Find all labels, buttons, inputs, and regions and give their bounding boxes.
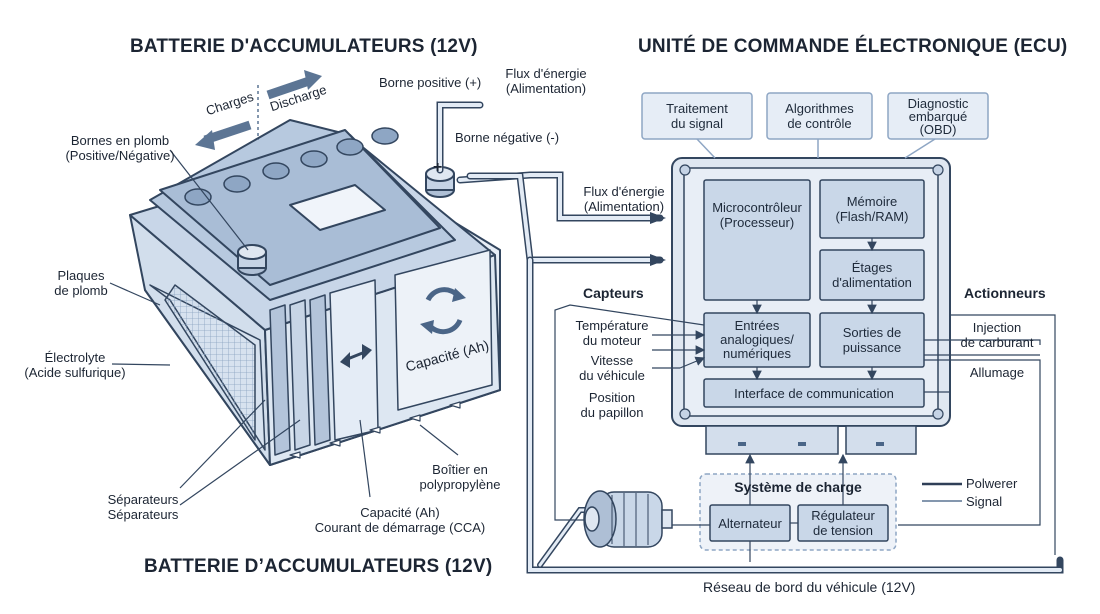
lead-terminals-label: Bornes en plomb (Positive/Négative) — [65, 133, 175, 163]
positive-sign: + — [433, 159, 443, 176]
sensor-engine-temp: Température du moteur — [575, 318, 649, 348]
legend-signal-label: Signal — [966, 494, 1003, 509]
ecu-connector-pins — [738, 442, 884, 446]
battery-title-top: BATTERIE D'ACCUMULATEURS (12V) — [130, 36, 478, 57]
voltage-regulator-box: Régulateur de tension — [811, 508, 875, 538]
outputs-box: Sorties de puissance — [842, 325, 902, 355]
actuator-signal-lines — [898, 314, 1056, 555]
charge-discharge-arrows — [195, 70, 322, 150]
lead-plates-label: Plaques de plomb — [54, 268, 108, 298]
inputs-box: Entrées analogiques/ numériques — [720, 318, 794, 361]
charging-system-title: Système de charge — [734, 479, 862, 495]
energy-flow-label-1: Flux d'énergie (Alimentation) — [505, 66, 587, 96]
obd-box: Diagnostic embarqué (OBD) — [907, 95, 969, 137]
microcontroller-box: Microcontrôleur (Processeur) — [712, 200, 802, 230]
battery-leader-lines — [109, 149, 459, 506]
sensor-throttle-position: Position du papillon — [580, 390, 644, 420]
double-arrow-icon — [340, 344, 372, 368]
legend-power-label: Polwerer — [966, 476, 1018, 491]
signal-processing-box: Traitement du signal — [666, 101, 728, 131]
battery-illustration — [129, 119, 501, 466]
negative-terminal-label: Borne négative (-) — [455, 130, 560, 145]
capacity-cca-label: Capacité (Ah) Courant de démarrage (CCA) — [314, 505, 486, 535]
alternator-box: Alternateur — [718, 515, 782, 531]
sensor-signal-lines — [554, 304, 706, 521]
communication-interface-box: Interface de communication — [734, 385, 894, 401]
legend — [922, 482, 962, 502]
power-cables — [436, 101, 1064, 574]
electrolyte-label: Électrolyte (Acide sulfurique) — [24, 350, 126, 380]
actuator-fuel-injection: Injection de carburant — [960, 320, 1034, 350]
actuator-ignition: Allumage — [969, 365, 1025, 380]
battery-title-bottom: BATTERIE D’ACCUMULATEURS (12V) — [144, 556, 493, 577]
sensor-vehicle-speed: Vitesse du véhicule — [579, 353, 645, 383]
actuators-title: Actionneurs — [964, 285, 1046, 301]
ecu-title: UNITÉ DE COMMANDE ÉLECTRONIQUE (ECU) — [638, 36, 1068, 57]
sensors-title: Capteurs — [583, 285, 644, 301]
case-material-label: Boîtier en polypropylène — [419, 462, 501, 492]
positive-terminal-label: Borne positive (+) — [379, 75, 482, 90]
vehicle-network-label: Réseau de bord du véhicule (12V) — [703, 579, 916, 595]
separators-label: Séparateurs Séparateurs — [107, 492, 179, 522]
control-algorithms-box: Algorithmes de contrôle — [785, 101, 854, 131]
memory-box: Mémoire (Flash/RAM) — [835, 194, 909, 224]
alternator-illustration — [583, 490, 673, 548]
energy-flow-label-2: Flux d'énergie (Alimentation) — [583, 184, 665, 214]
power-stages-box: Étages d'alimentation — [832, 260, 912, 290]
